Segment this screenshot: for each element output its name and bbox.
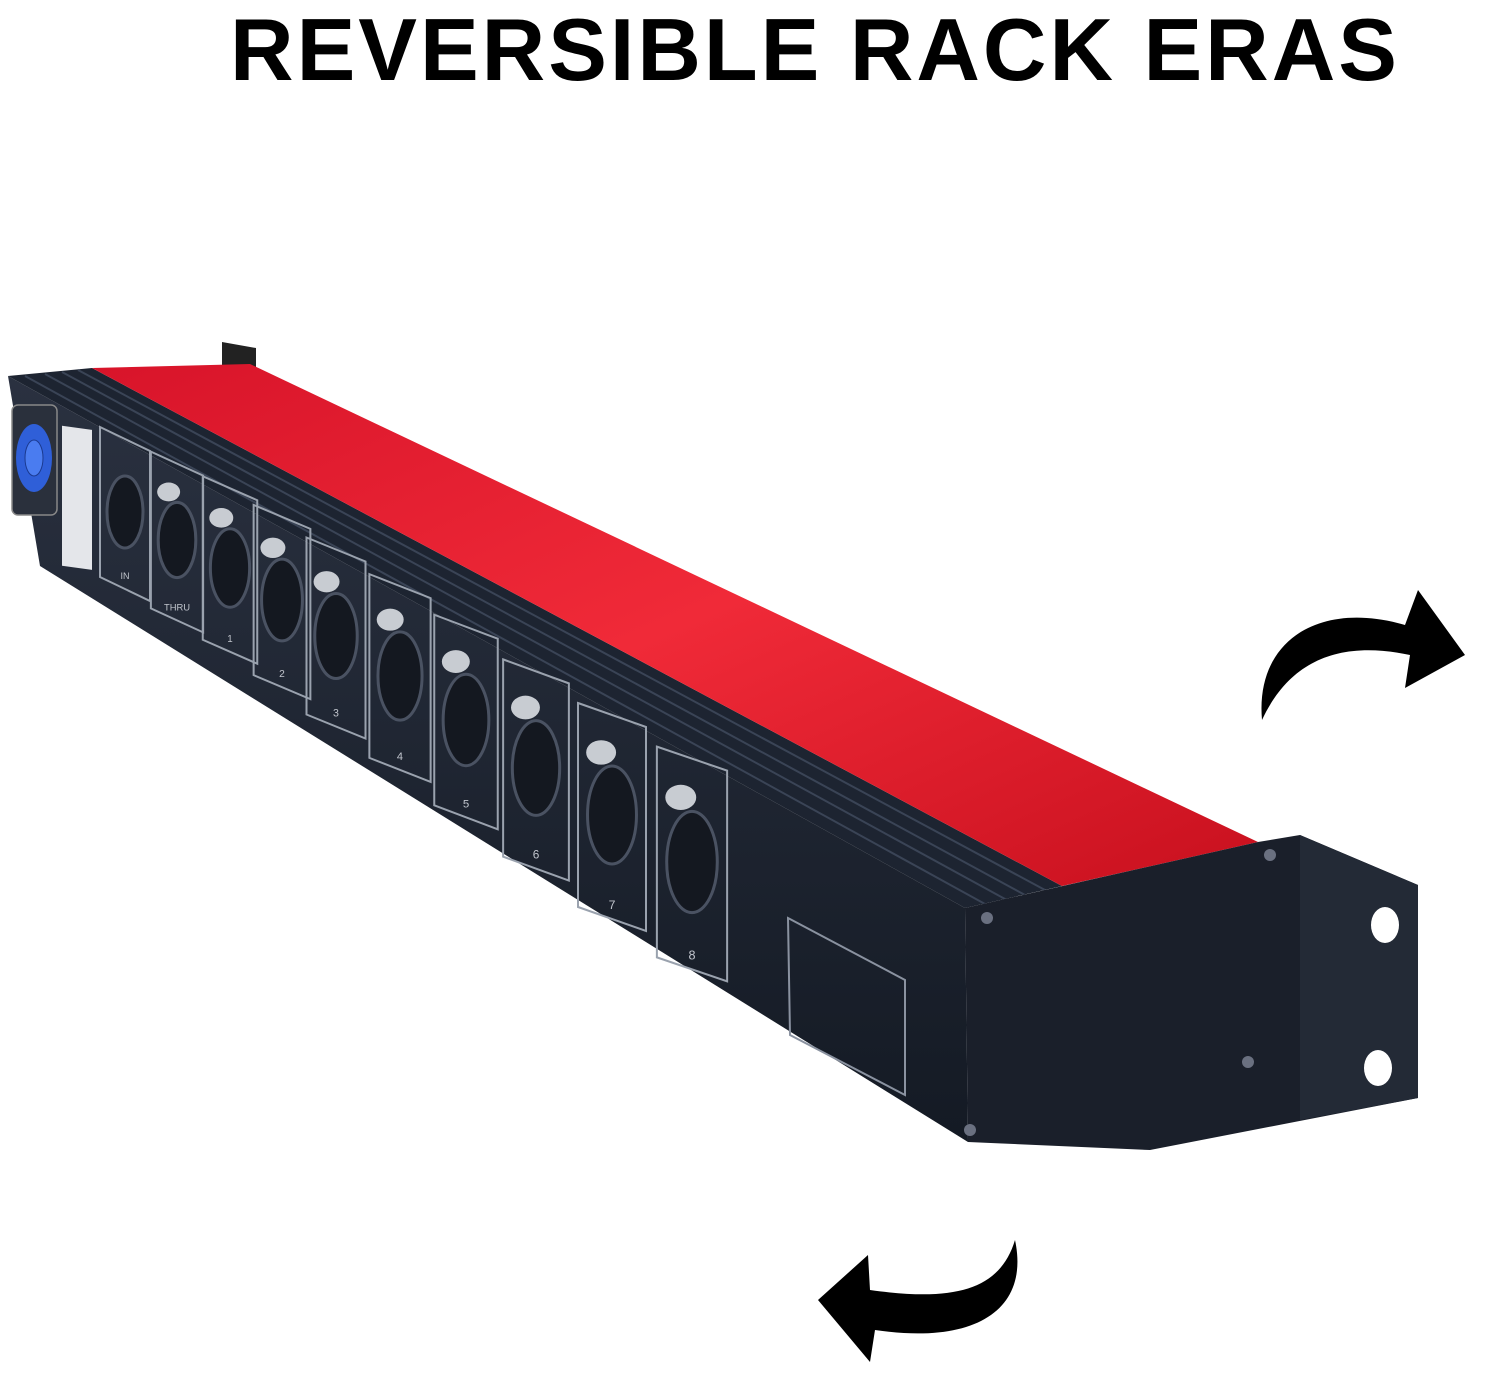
port-module-outline [502, 657, 570, 883]
blank-label-area [786, 916, 906, 1097]
power-connector-center [24, 439, 44, 477]
xlr-port-8[interactable]: 8 [655, 745, 729, 983]
page-title: REVERSIBLE RACK ERAS [230, 0, 1400, 99]
red-top-panel [92, 364, 1258, 886]
port-label: 7 [609, 898, 616, 912]
xlr-port-1[interactable]: 1 [201, 474, 259, 666]
rack-ear-hole [1364, 1050, 1392, 1086]
xlr-port-7[interactable]: 7 [577, 701, 647, 933]
xlr-male-connector-icon [105, 474, 145, 550]
rack-ear-hole [1371, 907, 1399, 943]
screws [964, 849, 1276, 1136]
latch-button[interactable] [511, 695, 540, 720]
port-label: THRU [164, 601, 190, 612]
xlr-port-6[interactable]: 6 [502, 657, 570, 883]
port-label: 2 [279, 669, 285, 680]
port-label: 3 [333, 708, 339, 720]
xlr-female-connector-icon [586, 764, 638, 866]
port-label: IN [121, 571, 130, 581]
xlr-port-4[interactable]: 4 [368, 572, 432, 784]
xlr-female-connector-icon [510, 719, 562, 817]
curved-arrow-counterclockwise-icon [818, 1240, 1018, 1362]
port-module-outline [433, 613, 499, 831]
xlr-port-2[interactable]: 2 [252, 503, 312, 701]
latch-button[interactable] [209, 508, 234, 528]
xlr-female-connector-icon [208, 527, 252, 609]
port-label: 4 [397, 751, 403, 763]
port-label: 5 [463, 798, 469, 810]
warning-label [62, 425, 92, 570]
port-label: 1 [227, 634, 232, 645]
port-module-outline [655, 745, 729, 983]
latch-button[interactable] [586, 740, 617, 765]
port-module-outline [252, 503, 312, 701]
xlr-port-3[interactable]: 3 [305, 536, 367, 740]
latch-button[interactable] [260, 537, 286, 559]
port-label: 8 [688, 948, 695, 962]
xlr-female-connector-icon [313, 592, 359, 680]
xlr-female-connector-icon [260, 557, 304, 643]
port-module-outline [577, 701, 647, 933]
xlr-female-connector-icon [156, 500, 198, 580]
xlr-port-5[interactable]: 5 [433, 613, 499, 831]
heat-ribs [24, 369, 1046, 905]
port-module-outline [305, 536, 367, 740]
port-module-outline [201, 474, 259, 666]
xlr-female-connector-icon [376, 630, 424, 722]
latch-button[interactable] [376, 608, 404, 631]
xlr-female-connector-icon [665, 809, 719, 915]
latch-button[interactable] [157, 482, 181, 502]
rack-ear-face [1300, 835, 1418, 1120]
latch-button[interactable] [313, 571, 340, 593]
xlr-female-connector-icon [441, 672, 491, 768]
latch-button[interactable] [441, 650, 470, 674]
latch-button[interactable] [665, 784, 697, 811]
curved-arrow-clockwise-icon [1261, 590, 1465, 720]
port-label: 6 [533, 848, 540, 862]
port-module-outline [368, 572, 432, 784]
